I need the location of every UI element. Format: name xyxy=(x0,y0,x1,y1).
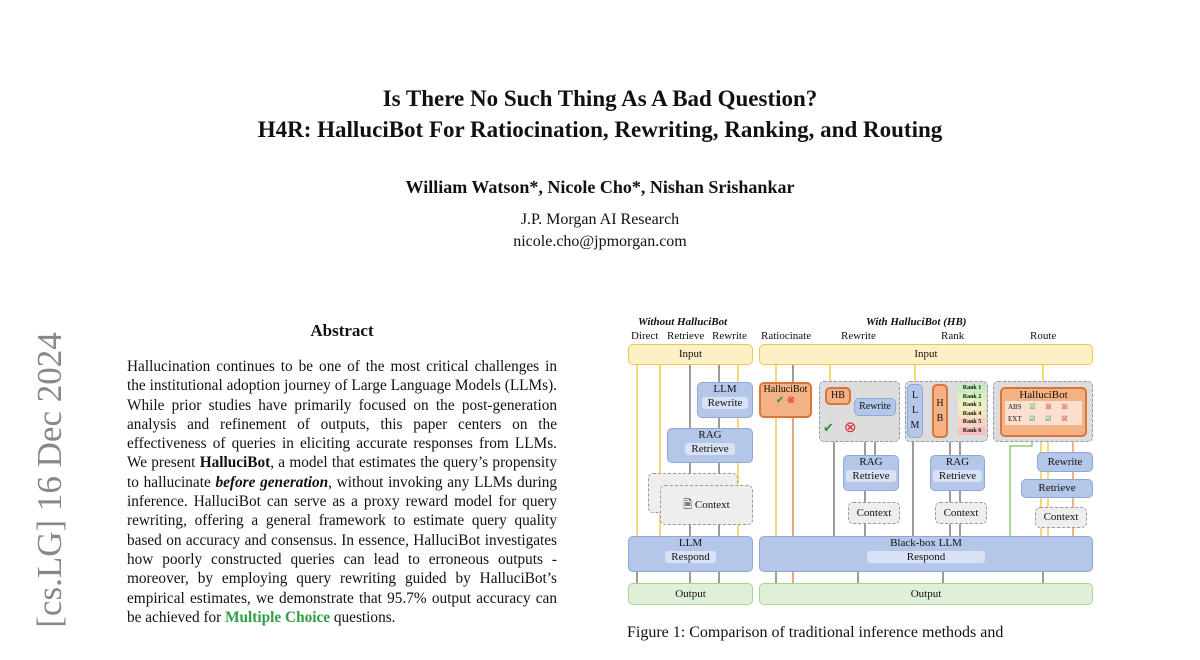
hb-box: HB xyxy=(825,387,851,405)
col-retrieve: Retrieve xyxy=(667,330,705,342)
hallucibot-route-box: HalluciBot ABS ☑ ☒ ☒ EXT ☑ ☑ ☒ xyxy=(1000,387,1087,437)
rank-item: Rank 5 xyxy=(958,418,986,427)
abstract-bold: HalluciBot xyxy=(199,454,271,472)
blackbox-label: Black-box LLM xyxy=(890,537,962,549)
input-box-left: Input xyxy=(628,344,753,365)
context-box-3: Context xyxy=(935,502,987,524)
output-box-right: Output xyxy=(759,583,1093,605)
route-retrieve-box: Retrieve xyxy=(1021,479,1093,498)
check-icon: ✔ xyxy=(775,395,785,406)
llm-respond-box: LLM Respond xyxy=(628,536,753,572)
llm-label: LLM xyxy=(678,537,703,549)
rank-list: Rank 1 Rank 2 Rank 3 Rank 4 Rank 5 Rank … xyxy=(958,384,986,435)
abstract-text: , a model that estimates the query’s pro… xyxy=(127,454,558,491)
route-group: HalluciBot ABS ☑ ☒ ☒ EXT ☑ ☑ ☒ xyxy=(993,381,1093,442)
row-label: EXT xyxy=(1008,415,1022,423)
abstract-body: Hallucination continues to be one of the… xyxy=(127,357,557,627)
col-rank: Rank xyxy=(941,330,965,342)
col-route: Route xyxy=(1030,330,1057,342)
respond-label: Respond xyxy=(665,551,716,563)
rank-item: Rank 2 xyxy=(958,392,986,401)
input-box-right: Input xyxy=(759,344,1093,365)
affiliation: J.P. Morgan AI Research xyxy=(520,211,680,228)
row-label: ABS xyxy=(1008,403,1022,411)
without-hallucibot-label: Without HalluciBot xyxy=(638,316,728,328)
check-icon: ✔ xyxy=(823,420,834,435)
x-icon: ☒ xyxy=(1045,403,1052,411)
x-icon: ☒ xyxy=(1061,415,1068,423)
hallucibot-ratiocinate-box: HalluciBot✔ ⊗ xyxy=(759,382,812,418)
x-icon: ☒ xyxy=(1061,403,1068,411)
rewrite-box: Rewrite xyxy=(854,398,896,416)
abstract-heading: Abstract xyxy=(310,321,374,340)
paper-title-line2: H4R: HalluciBot For Ratiocination, Rewri… xyxy=(257,117,943,142)
abstract-bold-italic: before generation xyxy=(215,473,329,491)
rag-retrieve-box-2: RAG Retrieve xyxy=(843,455,899,491)
email: nicole.cho@jpmorgan.com xyxy=(513,233,687,250)
check-icon: ☑ xyxy=(1029,403,1036,411)
retrieve-label: Retrieve xyxy=(932,470,983,482)
abstract-text: Hallucination continues to be one of the… xyxy=(127,358,557,472)
multiple-choice-link[interactable]: Multiple Choice xyxy=(225,608,331,626)
retrieve-label: Retrieve xyxy=(685,443,735,455)
letter: B xyxy=(936,413,944,424)
rank-item: Rank 4 xyxy=(958,409,986,418)
paper-title-line1: Is There No Such Thing As A Bad Question… xyxy=(382,86,818,111)
rank-item: Rank 6 xyxy=(958,426,986,435)
check-icon: ☑ xyxy=(1045,415,1052,423)
route-row-ext: EXT ☑ ☑ ☒ xyxy=(1008,413,1082,425)
context-box-2: Context xyxy=(848,502,900,524)
context-box: 🗎 Context xyxy=(660,485,753,525)
respond-label: Respond xyxy=(866,551,986,563)
letter: H xyxy=(936,398,944,409)
rag-retrieve-box-3: RAG Retrieve xyxy=(930,455,985,491)
letter: L xyxy=(911,390,919,401)
abstract-text: , without invoking any LLMs during infer… xyxy=(127,473,557,626)
letter: M xyxy=(910,420,920,431)
retrieve-label: Retrieve xyxy=(846,470,896,482)
x-icon: ⊗ xyxy=(844,420,857,436)
rank-item: Rank 3 xyxy=(958,401,986,410)
col-rewrite: Rewrite xyxy=(712,330,747,342)
hallucibot-label: HalluciBot xyxy=(763,384,808,395)
rank-item: Rank 1 xyxy=(958,384,986,393)
llm-rewrite-box: LLM Rewrite xyxy=(697,382,753,418)
col-rewrite-hb: Rewrite xyxy=(841,330,876,342)
context-label: Context xyxy=(694,499,730,511)
document-icon: 🗎 xyxy=(683,499,693,511)
check-icon: ☑ xyxy=(1029,415,1036,423)
abstract-text: questions. xyxy=(330,608,396,626)
route-rewrite-box: Rewrite xyxy=(1037,452,1093,472)
authors: William Watson*, Nicole Cho*, Nishan Sri… xyxy=(405,177,795,197)
col-direct: Direct xyxy=(631,330,659,342)
output-box-left: Output xyxy=(628,583,753,605)
llm-label: LLM xyxy=(713,383,737,395)
hallucibot-label: HalluciBot xyxy=(1019,389,1068,401)
figure-caption: Figure 1: Comparison of traditional infe… xyxy=(627,624,1004,641)
rag-label: RAG xyxy=(859,456,883,468)
letter: L xyxy=(911,405,919,416)
blackbox-llm-box: Black-box LLM Respond xyxy=(759,536,1093,572)
x-icon: ⊗ xyxy=(786,395,796,406)
rag-label: RAG xyxy=(945,456,970,468)
rewrite-label: Rewrite xyxy=(701,397,749,409)
route-context-box: Context xyxy=(1035,507,1087,528)
col-ratiocinate: Ratiocinate xyxy=(761,330,812,342)
with-hallucibot-label: With HalluciBot (HB) xyxy=(866,316,967,328)
rag-label: RAG xyxy=(698,429,722,441)
route-row-abs: ABS ☑ ☒ ☒ xyxy=(1008,401,1082,413)
rag-retrieve-box: RAG Retrieve xyxy=(667,428,753,463)
rewrite-hb-group: HB Rewrite ✔ ⊗ xyxy=(819,381,900,442)
